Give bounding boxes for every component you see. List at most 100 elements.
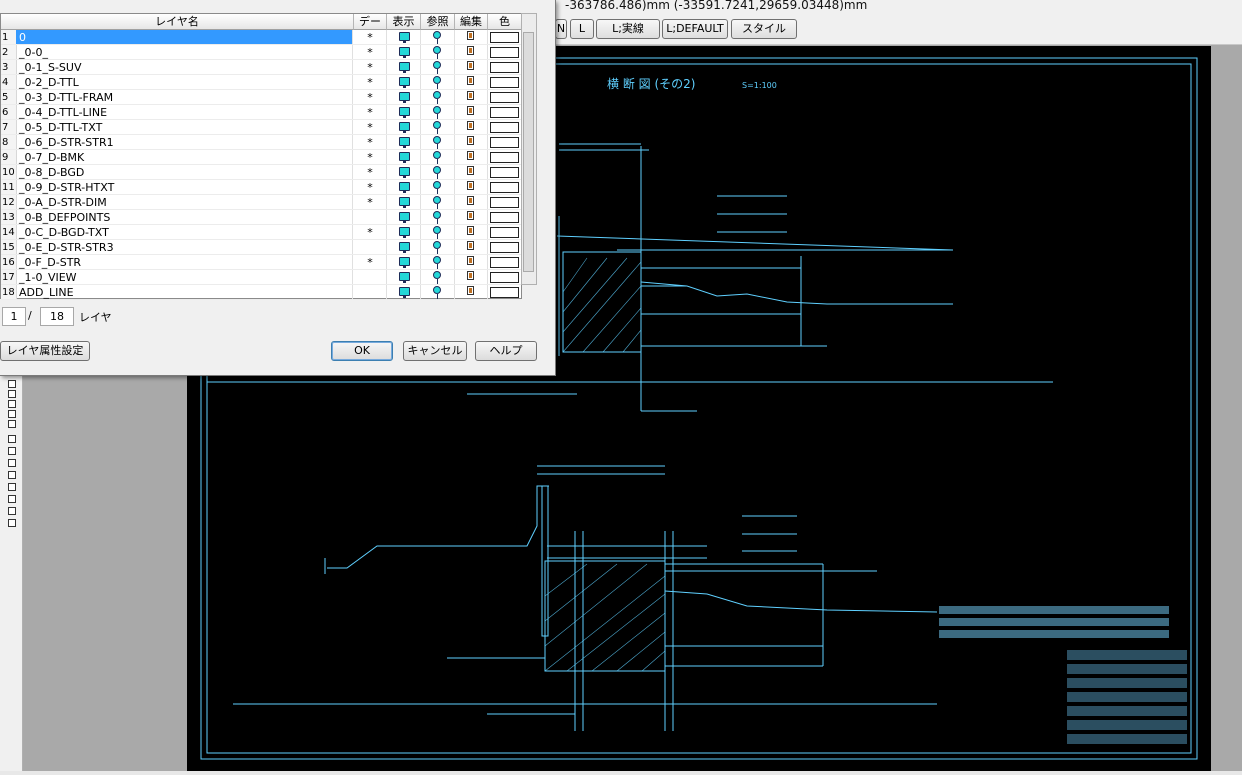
edit-toggle[interactable]: [455, 240, 488, 255]
edit-toggle[interactable]: [455, 195, 488, 210]
partial-toolbar-button[interactable]: N: [555, 19, 567, 39]
layer-name[interactable]: _0-A_D-STR-DIM: [16, 195, 353, 210]
display-toggle[interactable]: [387, 105, 421, 120]
layer-row[interactable]: 12_0-A_D-STR-DIM*: [1, 195, 521, 210]
layer-name[interactable]: _0-7_D-BMK: [16, 150, 353, 165]
tool-icon[interactable]: [8, 447, 16, 455]
display-toggle[interactable]: [387, 225, 421, 240]
tool-icon[interactable]: [8, 420, 16, 428]
edit-toggle[interactable]: [455, 210, 488, 225]
edit-toggle[interactable]: [455, 30, 488, 45]
ok-button[interactable]: OK: [331, 341, 393, 361]
reference-toggle[interactable]: [421, 225, 455, 240]
tool-icon[interactable]: [8, 471, 16, 479]
edit-toggle[interactable]: [455, 225, 488, 240]
reference-toggle[interactable]: [421, 255, 455, 270]
line-default-button[interactable]: L;DEFAULT: [662, 19, 728, 39]
layer-row[interactable]: 2_0-0_*: [1, 45, 521, 60]
reference-toggle[interactable]: [421, 30, 455, 45]
display-toggle[interactable]: [387, 210, 421, 225]
reference-toggle[interactable]: [421, 180, 455, 195]
edit-toggle[interactable]: [455, 90, 488, 105]
reference-toggle[interactable]: [421, 165, 455, 180]
tool-icon[interactable]: [8, 459, 16, 467]
edit-toggle[interactable]: [455, 165, 488, 180]
layer-name[interactable]: _0-8_D-BGD: [16, 165, 353, 180]
column-header-data[interactable]: データ: [354, 14, 387, 30]
edit-toggle[interactable]: [455, 135, 488, 150]
layer-row[interactable]: 8_0-6_D-STR-STR1*: [1, 135, 521, 150]
tool-icon[interactable]: [8, 390, 16, 398]
tool-icon[interactable]: [8, 400, 16, 408]
reference-toggle[interactable]: [421, 60, 455, 75]
scrollbar-thumb[interactable]: [523, 32, 534, 272]
layer-row[interactable]: 5_0-3_D-TTL-FRAM*: [1, 90, 521, 105]
column-header-edit[interactable]: 編集: [455, 14, 488, 30]
layer-name[interactable]: _1-0_VIEW: [16, 270, 353, 285]
tool-icon[interactable]: [8, 495, 16, 503]
layer-name[interactable]: _0-9_D-STR-HTXT: [16, 180, 353, 195]
layer-row[interactable]: 3_0-1_S-SUV*: [1, 60, 521, 75]
color-swatch-cell[interactable]: [488, 135, 521, 150]
layer-name[interactable]: _0-3_D-TTL-FRAM: [16, 90, 353, 105]
color-swatch-cell[interactable]: [488, 60, 521, 75]
display-toggle[interactable]: [387, 135, 421, 150]
color-swatch-cell[interactable]: [488, 45, 521, 60]
color-swatch-cell[interactable]: [488, 270, 521, 285]
layer-row[interactable]: 6_0-4_D-TTL-LINE*: [1, 105, 521, 120]
tool-icon[interactable]: [8, 519, 16, 527]
layer-name[interactable]: _0-0_: [16, 45, 353, 60]
display-toggle[interactable]: [387, 30, 421, 45]
layer-row[interactable]: 11_0-9_D-STR-HTXT*: [1, 180, 521, 195]
color-swatch-cell[interactable]: [488, 255, 521, 270]
reference-toggle[interactable]: [421, 135, 455, 150]
column-header-color[interactable]: 色: [488, 14, 521, 30]
layer-attributes-button[interactable]: レイヤ属性設定: [0, 341, 90, 361]
display-toggle[interactable]: [387, 240, 421, 255]
color-swatch-cell[interactable]: [488, 180, 521, 195]
reference-toggle[interactable]: [421, 150, 455, 165]
display-toggle[interactable]: [387, 150, 421, 165]
layer-name[interactable]: _0-E_D-STR-STR3: [16, 240, 353, 255]
display-toggle[interactable]: [387, 255, 421, 270]
reference-toggle[interactable]: [421, 285, 455, 300]
tool-icon[interactable]: [8, 483, 16, 491]
layer-name[interactable]: _0-5_D-TTL-TXT: [16, 120, 353, 135]
color-swatch-cell[interactable]: [488, 120, 521, 135]
color-swatch-cell[interactable]: [488, 105, 521, 120]
color-swatch-cell[interactable]: [488, 285, 521, 300]
edit-toggle[interactable]: [455, 75, 488, 90]
edit-toggle[interactable]: [455, 270, 488, 285]
color-swatch-cell[interactable]: [488, 225, 521, 240]
layer-row[interactable]: 10_0-8_D-BGD*: [1, 165, 521, 180]
edit-toggle[interactable]: [455, 255, 488, 270]
layer-row[interactable]: 17_1-0_VIEW: [1, 270, 521, 285]
display-toggle[interactable]: [387, 285, 421, 300]
layer-row[interactable]: 4_0-2_D-TTL*: [1, 75, 521, 90]
layer-name[interactable]: _0-6_D-STR-STR1: [16, 135, 353, 150]
reference-toggle[interactable]: [421, 75, 455, 90]
help-button[interactable]: ヘルプ: [475, 341, 537, 361]
layer-button[interactable]: L: [570, 19, 594, 39]
edit-toggle[interactable]: [455, 105, 488, 120]
style-button[interactable]: スタイル: [731, 19, 797, 39]
layer-row[interactable]: 14_0-C_D-BGD-TXT*: [1, 225, 521, 240]
display-toggle[interactable]: [387, 45, 421, 60]
reference-toggle[interactable]: [421, 210, 455, 225]
line-type-button[interactable]: L;実線: [596, 19, 660, 39]
current-layer-field[interactable]: 1: [2, 307, 26, 326]
tool-icon[interactable]: [8, 410, 16, 418]
layer-name[interactable]: _0-1_S-SUV: [16, 60, 353, 75]
color-swatch-cell[interactable]: [488, 150, 521, 165]
display-toggle[interactable]: [387, 75, 421, 90]
column-header-display[interactable]: 表示: [387, 14, 421, 30]
reference-toggle[interactable]: [421, 120, 455, 135]
layer-name[interactable]: _0-2_D-TTL: [16, 75, 353, 90]
display-toggle[interactable]: [387, 90, 421, 105]
display-toggle[interactable]: [387, 195, 421, 210]
layer-row[interactable]: 7_0-5_D-TTL-TXT*: [1, 120, 521, 135]
layer-row[interactable]: 15_0-E_D-STR-STR3: [1, 240, 521, 255]
edit-toggle[interactable]: [455, 45, 488, 60]
